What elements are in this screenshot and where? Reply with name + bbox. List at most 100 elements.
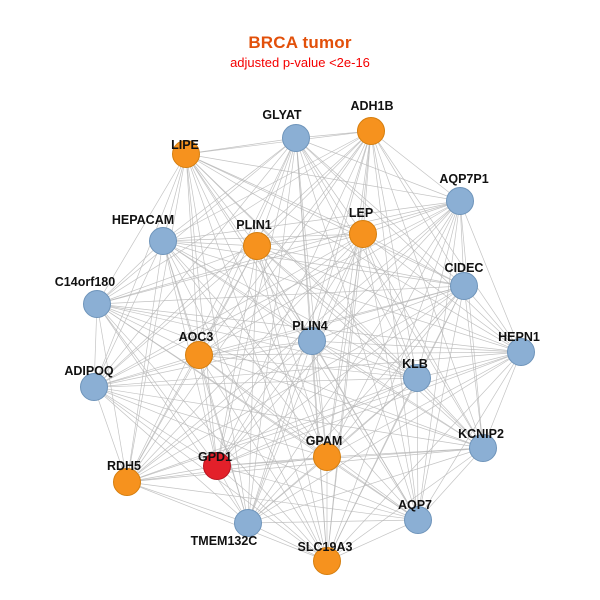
node-label-glyat: GLYAT xyxy=(262,108,302,122)
edge-kcnip2-aqp7 xyxy=(417,447,484,521)
node-label-plin4: PLIN4 xyxy=(292,319,327,333)
edge-lipe-gpd1 xyxy=(185,153,218,467)
plot-subtitle: adjusted p-value <2e-16 xyxy=(230,55,370,70)
edge-glyat-gpd1 xyxy=(216,137,297,467)
edge-plin1-c14orf180 xyxy=(96,245,258,305)
node-aqp7 xyxy=(404,506,432,534)
edge-lipe-klb xyxy=(185,153,418,379)
node-cidec xyxy=(450,272,478,300)
edge-klb-adipoq xyxy=(93,377,418,388)
edge-hepacam-plin4 xyxy=(162,240,313,342)
edge-cidec-c14orf180 xyxy=(96,285,465,305)
node-hepacam xyxy=(149,227,177,255)
edge-hepn1-slc19a3 xyxy=(326,351,522,562)
edge-kcnip2-slc19a3 xyxy=(326,447,484,562)
edge-hepacam-plin1 xyxy=(162,240,258,247)
edge-hepn1-aqp7 xyxy=(417,351,522,521)
edge-kcnip2-gpam xyxy=(326,447,484,458)
edge-adh1b-slc19a3 xyxy=(326,130,372,562)
edge-aqp7p1-slc19a3 xyxy=(326,200,461,562)
edge-lipe-cidec xyxy=(185,153,465,287)
node-kcnip2 xyxy=(469,434,497,462)
edge-c14orf180-kcnip2 xyxy=(96,303,484,449)
edge-aoc3-slc19a3 xyxy=(198,354,328,562)
edge-cidec-plin4 xyxy=(311,285,465,342)
edge-lep-slc19a3 xyxy=(326,233,364,562)
edge-hepacam-klb xyxy=(162,240,418,379)
edge-glyat-tmem132c xyxy=(247,137,297,524)
edge-plin4-aqp7 xyxy=(311,340,419,521)
edge-adh1b-tmem132c xyxy=(247,130,372,524)
edge-c14orf180-plin4 xyxy=(96,303,313,342)
edge-gpd1-gpam xyxy=(216,456,328,467)
edge-glyat-gpam xyxy=(295,137,328,458)
edge-adh1b-plin1 xyxy=(256,130,372,247)
edge-hepn1-adipoq xyxy=(93,351,522,388)
edge-lipe-lep xyxy=(185,153,364,235)
edge-aqp7p1-c14orf180 xyxy=(96,200,461,305)
node-aqp7p1 xyxy=(446,187,474,215)
edge-aqp7-tmem132c xyxy=(247,519,419,524)
edge-aqp7p1-hepacam xyxy=(162,200,461,242)
edge-aoc3-hepn1 xyxy=(198,351,522,356)
edge-rdh5-aqp7 xyxy=(126,481,419,521)
edge-plin4-rdh5 xyxy=(126,340,313,483)
edge-hepacam-rdh5 xyxy=(126,240,164,483)
edge-lipe-slc19a3 xyxy=(185,153,328,562)
edge-adh1b-adipoq xyxy=(93,130,372,388)
edge-adh1b-lep xyxy=(362,130,372,235)
edge-plin1-slc19a3 xyxy=(256,245,328,562)
node-label-kcnip2: KCNIP2 xyxy=(458,427,504,441)
edge-hepacam-cidec xyxy=(162,240,465,287)
edge-rdh5-tmem132c xyxy=(126,481,249,524)
edge-c14orf180-klb xyxy=(96,303,418,379)
edge-kcnip2-rdh5 xyxy=(126,447,484,483)
edge-plin4-tmem132c xyxy=(247,340,313,524)
edge-aqp7p1-lipe xyxy=(185,153,461,202)
node-aoc3 xyxy=(185,341,213,369)
node-lipe xyxy=(172,140,200,168)
node-label-aqp7: AQP7 xyxy=(398,498,432,512)
edge-lep-aoc3 xyxy=(198,233,364,356)
edge-hepn1-kcnip2 xyxy=(482,351,522,449)
node-plin4 xyxy=(298,327,326,355)
edge-plin4-hepn1 xyxy=(311,340,522,353)
edge-cidec-hepn1 xyxy=(463,285,522,353)
edge-c14orf180-tmem132c xyxy=(96,303,249,524)
edge-hepacam-slc19a3 xyxy=(162,240,328,562)
node-adipoq xyxy=(80,373,108,401)
edge-plin1-tmem132c xyxy=(247,245,258,524)
edge-plin1-hepn1 xyxy=(256,245,522,353)
edge-gpam-tmem132c xyxy=(247,456,328,524)
node-label-lep: LEP xyxy=(349,206,373,220)
edge-lep-adipoq xyxy=(93,233,364,388)
edge-aqp7p1-rdh5 xyxy=(126,200,461,483)
edge-aqp7p1-klb xyxy=(416,200,461,379)
edge-aoc3-tmem132c xyxy=(198,354,249,524)
node-hepn1 xyxy=(507,338,535,366)
node-label-aqp7p1: AQP7P1 xyxy=(439,172,488,186)
edge-adipoq-tmem132c xyxy=(93,386,249,524)
edge-c14orf180-slc19a3 xyxy=(96,303,328,562)
edge-adh1b-rdh5 xyxy=(126,130,372,483)
edge-plin4-gpd1 xyxy=(216,340,313,467)
edge-adipoq-kcnip2 xyxy=(93,386,484,449)
edge-hepacam-adipoq xyxy=(93,240,164,388)
node-label-aoc3: AOC3 xyxy=(179,330,214,344)
edge-lep-gpd1 xyxy=(216,233,364,467)
edge-adh1b-gpam xyxy=(326,130,372,458)
edge-lipe-plin1 xyxy=(185,153,258,247)
edge-klb-hepn1 xyxy=(416,351,522,379)
edge-lipe-hepacam xyxy=(162,153,187,242)
edge-glyat-rdh5 xyxy=(126,137,297,483)
edge-aqp7p1-tmem132c xyxy=(247,200,461,524)
edge-aqp7p1-gpam xyxy=(326,200,461,458)
edge-aoc3-kcnip2 xyxy=(198,354,484,449)
edge-klb-kcnip2 xyxy=(416,377,484,449)
edge-adh1b-hepn1 xyxy=(370,130,522,353)
edge-lep-c14orf180 xyxy=(96,233,364,305)
edge-lep-cidec xyxy=(362,233,465,287)
edge-glyat-c14orf180 xyxy=(96,137,297,305)
